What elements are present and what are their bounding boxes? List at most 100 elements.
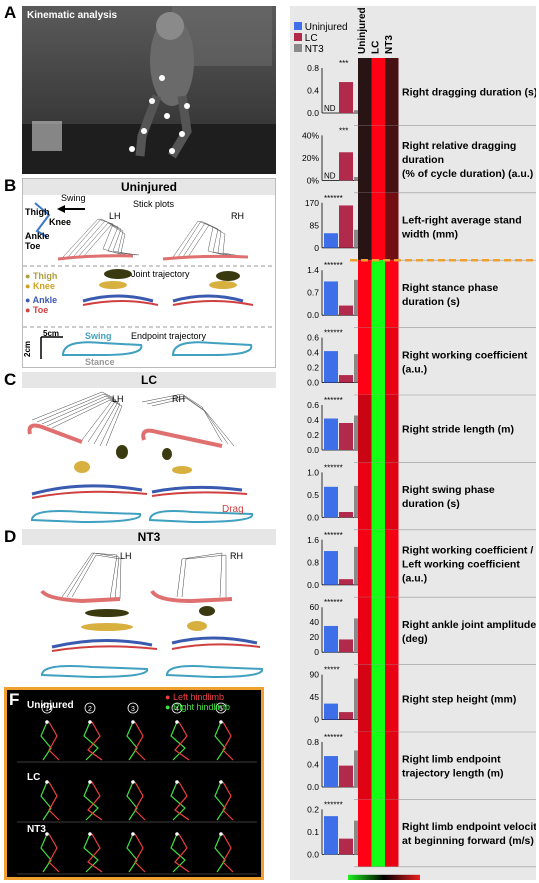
significance-label: ***** <box>324 666 340 675</box>
y-tick-label: 0.0 <box>307 310 319 320</box>
heatmap-cell <box>385 732 399 800</box>
y-tick-label: 0.8 <box>307 63 319 73</box>
heatmap-cell <box>385 664 399 732</box>
panel-a-photo: Kinematic analysis <box>22 6 276 174</box>
legend-lc-label: LC <box>304 33 318 44</box>
heatmap-cell <box>371 260 385 328</box>
right-hindlimb-stick <box>83 781 99 821</box>
bar <box>339 152 353 181</box>
metric-label: Right dragging duration (s) <box>402 87 536 99</box>
metric-label: Right working coefficient <box>402 349 528 361</box>
y-tick-label: 0.6 <box>307 400 319 410</box>
panel-b-lh: LH <box>109 211 121 221</box>
legend-left-hindlimb: ● Left hindlimb <box>165 692 224 702</box>
metric-label: duration (s) <box>402 498 460 510</box>
bar <box>324 486 338 518</box>
heatmap-cell <box>358 462 372 530</box>
metric-label: Left-right average stand <box>402 215 522 227</box>
y-tick-label: 0.0 <box>307 580 319 590</box>
right-hindlimb-stick <box>83 833 99 873</box>
metric-label: Right limb endpoint velocity <box>402 821 536 833</box>
legend-item-nt3: NT3 <box>294 44 348 55</box>
legend-uninjured-label: Uninjured <box>304 22 348 33</box>
significance-label: ****** <box>324 531 343 540</box>
significance-label: ****** <box>324 329 343 338</box>
heatmap-cell <box>385 125 399 193</box>
y-tick-label: 0.0 <box>307 512 319 522</box>
significance-label: *** <box>339 126 348 135</box>
heatmap-cell <box>371 462 385 530</box>
step-number: 4 <box>175 706 179 713</box>
marker <box>88 780 92 784</box>
legend-nt3-label: NT3 <box>304 44 324 55</box>
significance-label: ****** <box>324 733 343 742</box>
heatmap-cell <box>371 799 385 867</box>
legend-right-hindlimb-label: Right hindlimb <box>172 702 230 712</box>
panel-b-stick-plots: Stick plots <box>133 199 175 209</box>
significance-label: ****** <box>324 194 343 203</box>
heatmap-cell <box>385 462 399 530</box>
metric-label: Right ankle joint amplitude <box>402 619 536 631</box>
y-tick-label: 0 <box>314 243 319 253</box>
panel-b-endpoint-trajectory: Endpoint trajectory <box>131 331 207 341</box>
significance-label: ****** <box>324 598 343 607</box>
y-tick-label: 40% <box>302 130 319 140</box>
legend-thigh-label: Thigh <box>32 271 58 281</box>
y-tick-label: 0.4 <box>307 86 319 96</box>
legend-toe-label: Toe <box>32 305 49 315</box>
y-tick-label: 0.4 <box>307 348 319 358</box>
y-tick-label: 90 <box>310 670 320 680</box>
heatmap-cell <box>358 58 372 126</box>
panel-label-a: A <box>4 3 17 22</box>
legend-dot: ● <box>25 281 33 291</box>
heatmap-cell <box>358 395 372 463</box>
stick-plot-rh <box>172 220 242 258</box>
legend-knee-label: Knee <box>32 281 55 291</box>
y-tick-label: 0.0 <box>307 378 319 388</box>
y-tick-label: 0.0 <box>307 782 319 792</box>
y-tick-label: 0.8 <box>307 737 319 747</box>
y-tick-label: 0 <box>314 647 319 657</box>
legend-ankle-label: Ankle <box>32 295 58 305</box>
legend-dot: ● <box>165 692 173 702</box>
y-tick-label: 0% <box>307 175 320 185</box>
legend-item-uninjured: Uninjured <box>294 22 348 33</box>
panel-b-rh: RH <box>231 211 244 221</box>
y-tick-label: 20 <box>310 632 320 642</box>
left-hindlimb-stick <box>174 833 190 873</box>
panel-label-d: D <box>4 527 17 546</box>
y-tick-label: 0.2 <box>307 804 319 814</box>
legend-thigh: ● Thigh <box>25 271 57 281</box>
rat-treadmill-image <box>22 6 276 174</box>
legend-dot: ● <box>25 305 33 315</box>
y-tick-label: 0.2 <box>307 363 319 373</box>
step-number: 5 <box>219 706 223 713</box>
y-tick-label: 0.7 <box>307 288 319 298</box>
y-tick-label: 0.1 <box>307 827 319 837</box>
heatmap-cell <box>385 327 399 395</box>
panel-d: NT3 LH RH <box>22 529 276 681</box>
heatmap-cell <box>371 529 385 598</box>
marker <box>88 832 92 836</box>
metric-label: width (mm) <box>401 229 458 241</box>
right-hindlimb-stick <box>170 833 186 873</box>
legend-knee: ● Knee <box>25 281 55 291</box>
left-hindlimb-stick <box>134 781 146 821</box>
y-tick-label: 20% <box>302 153 319 163</box>
marker <box>175 832 179 836</box>
heatmap-cell <box>385 58 399 126</box>
right-hindlimb-stick <box>126 833 138 873</box>
heatmap-cell <box>358 799 372 867</box>
panel-c-lh: LH <box>112 394 124 404</box>
panel-b: Uninjured Sw <box>22 178 276 368</box>
heatmap-cell <box>371 58 385 126</box>
y-tick-label: 170 <box>305 198 319 208</box>
y-tick-label: 0 <box>314 715 319 725</box>
marker <box>131 780 135 784</box>
bar <box>339 639 353 653</box>
metric-label: at beginning forward (m/s) <box>402 835 534 847</box>
left-hindlimb-stick <box>134 833 146 873</box>
heatmap-col-label: Uninjured <box>357 7 368 54</box>
y-tick-label: 0.0 <box>307 445 319 455</box>
